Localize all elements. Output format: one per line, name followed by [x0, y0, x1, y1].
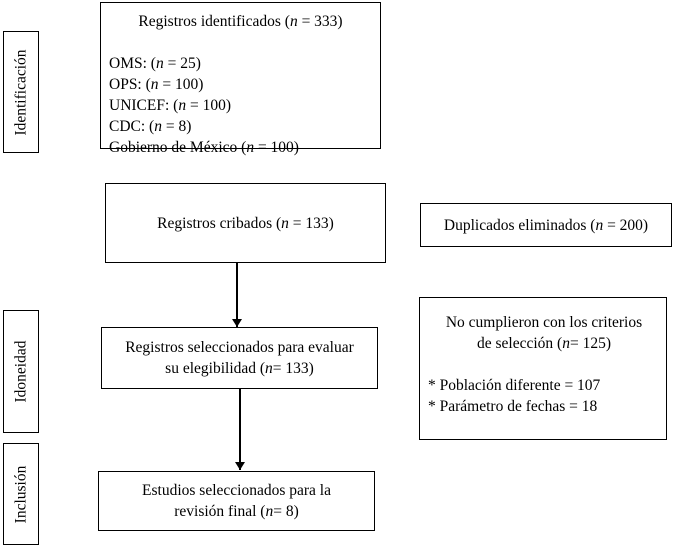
excluded-reason-population: * Población diferente = 107 [428, 377, 601, 394]
source-item-unicef: UNICEF: (n = 100) [109, 97, 231, 114]
box-duplicates-removed: Duplicados eliminados (n = 200) [420, 203, 672, 247]
records-screened-title: Registros cribados (n = 133) [157, 214, 334, 232]
eligibility-line1: Registros seleccionados para evaluar [125, 339, 354, 356]
excluded-reason-dates: * Parámetro de fechas = 18 [428, 398, 598, 415]
stage-box-suitability: Idoneidad [3, 310, 39, 433]
stage-box-inclusion: Inclusión [3, 443, 39, 545]
box-excluded-criteria: No cumplieron con los criterios de selec… [419, 297, 667, 440]
arrow-eligibility-to-included [239, 389, 241, 470]
box-studies-included: Estudios seleccionados para la revisión … [98, 471, 375, 531]
box-records-assessed-eligibility: Registros seleccionados para evaluar su … [101, 327, 378, 389]
source-item-gobierno-mexico: Gobierno de México (n = 100) [109, 139, 299, 156]
records-identified-title: Registros identificados (n = 333) [138, 13, 343, 30]
included-line2: revisión final (n= 8) [174, 503, 299, 520]
excluded-line2: de selección (n= 125) [477, 335, 611, 352]
stage-box-identification: Identificación [3, 31, 39, 153]
stage-label-inclusion: Inclusión [12, 465, 30, 523]
source-item-oms: OMS: (n = 25) [109, 55, 201, 72]
box-records-identified: Registros identificados (n = 333) OMS: (… [100, 2, 381, 156]
arrow-screened-to-eligibility [236, 263, 238, 327]
included-line1: Estudios seleccionados para la [142, 482, 331, 499]
duplicates-removed-title: Duplicados eliminados (n = 200) [443, 216, 649, 234]
stage-label-suitability: Idoneidad [12, 340, 30, 403]
box-records-screened: Registros cribados (n = 133) [105, 183, 386, 263]
stage-label-identification: Identificación [12, 48, 30, 136]
source-item-cdc: CDC: (n = 8) [109, 118, 192, 135]
source-item-ops: OPS: (n = 100) [109, 76, 204, 93]
excluded-line1: No cumplieron con los criterios [445, 314, 643, 331]
eligibility-line2: su elegibilidad (n= 133) [165, 360, 314, 377]
